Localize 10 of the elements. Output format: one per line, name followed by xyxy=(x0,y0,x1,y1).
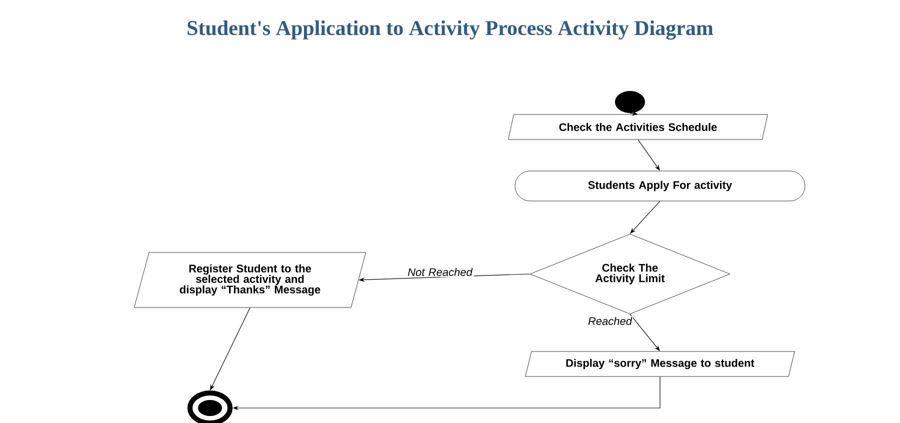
edge-label: Reached xyxy=(586,316,634,326)
io-parallelogram: Check the Activities Schedule xyxy=(508,114,768,140)
io-parallelogram: Register Student to the selected activity and display “Thanks” Message xyxy=(134,252,366,308)
end-node xyxy=(188,390,232,423)
title: Student's Application to Activity Process Activity Diagram xyxy=(188,20,714,40)
arrow xyxy=(210,307,250,390)
edge-label: Not Reached xyxy=(406,266,474,278)
io-parallelogram: Display “sorry” Message to student xyxy=(525,351,795,377)
start-node xyxy=(615,91,645,113)
activity-box: Students Apply For activity xyxy=(514,170,806,202)
